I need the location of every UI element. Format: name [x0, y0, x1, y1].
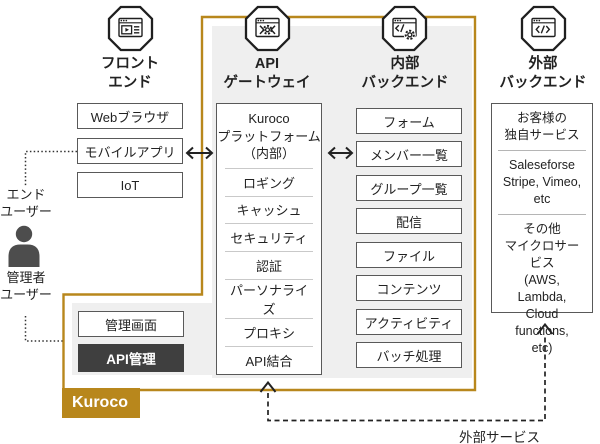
- gateway-backend-double-arrow-icon: [327, 146, 354, 160]
- frontend-item-web-browser: Webブラウザ: [77, 103, 183, 129]
- api-gateway-gear-icon: [244, 5, 291, 52]
- backend-item-files: ファイル: [356, 242, 462, 268]
- api-management-box: API管理: [78, 344, 184, 372]
- backend-item-activity: アクティビティ: [356, 309, 462, 335]
- gateway-item-personalize: パーソナライズ: [225, 279, 313, 318]
- gateway-item-api-combine: API結合: [225, 346, 313, 374]
- end-user-connector-line: [24, 150, 77, 186]
- external-item-custom-services: お客様の 独自サービス: [504, 111, 580, 142]
- external-item-microservices: その他 マイクロサービス (AWS, Lambda, Cloud functio…: [498, 214, 586, 363]
- external-backend-code-icon: [520, 5, 567, 52]
- external-services-connector-line: [267, 336, 546, 422]
- gateway-item-kuroco-platform: Kuroco プラットフォーム （内部）: [217, 111, 321, 162]
- gateway-item-proxy: プロキシ: [225, 318, 313, 346]
- external-backend-service-stack: お客様の 独自サービス Saleseforse Stripe, Vimeo, e…: [491, 103, 593, 355]
- external-services-label: 外部サービス: [459, 430, 540, 444]
- api-gateway-feature-stack: Kuroco プラットフォーム （内部） ロギング キャッシュ セキュリティ 認…: [216, 103, 322, 375]
- external-item-saas-services: Saleseforse Stripe, Vimeo, etc: [498, 150, 586, 214]
- backend-item-form: フォーム: [356, 108, 462, 134]
- admin-user-person-icon: [8, 225, 40, 267]
- frontend-browser-icon: [107, 5, 154, 52]
- backend-item-groups: グループ一覧: [356, 175, 462, 201]
- backend-item-members: メンバー一覧: [356, 141, 462, 167]
- admin-user-connector-line: [24, 316, 63, 342]
- internal-backend-column-title: 内部 バックエンド: [361, 56, 449, 91]
- backend-item-contents: コンテンツ: [356, 275, 462, 301]
- internal-backend-code-gear-icon: [381, 5, 428, 52]
- gateway-item-auth: 認証: [225, 251, 313, 279]
- kuroco-product-tab: Kuroco: [62, 388, 140, 418]
- admin-screen-box: 管理画面: [78, 311, 184, 337]
- frontend-item-iot: IoT: [77, 172, 183, 198]
- backend-item-batch: バッチ処理: [356, 342, 462, 368]
- frontend-gateway-double-arrow-icon: [185, 146, 214, 160]
- frontend-column-title: フロント エンド: [101, 56, 159, 91]
- end-user-label: エンド ユーザー: [0, 187, 52, 219]
- external-backend-column-title: 外部 バックエンド: [499, 56, 587, 91]
- gateway-item-cache: キャッシュ: [225, 195, 313, 224]
- admin-user-label: 管理者 ユーザー: [0, 270, 52, 302]
- gateway-item-logging: ロギング: [225, 167, 313, 196]
- backend-item-delivery: 配信: [356, 208, 462, 234]
- frontend-item-mobile-app: モバイルアプリ: [77, 138, 183, 164]
- arrow-up-into-external-icon: [536, 322, 554, 335]
- arrow-up-into-gateway-icon: [259, 380, 277, 393]
- gateway-item-security: セキュリティ: [225, 223, 313, 251]
- api-gateway-column-title: API ゲートウェイ: [223, 56, 311, 91]
